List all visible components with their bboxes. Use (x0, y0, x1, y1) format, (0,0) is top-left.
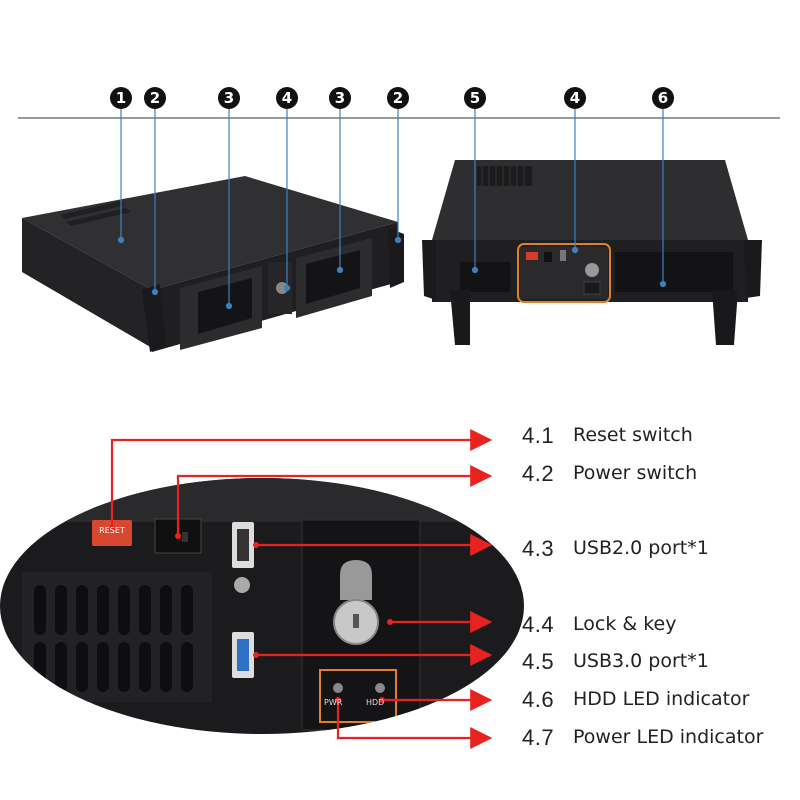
callout-2b: 2 (387, 87, 409, 109)
hdd-led-label: HDD (366, 698, 385, 707)
callout-4: 4 (276, 87, 298, 109)
legend-text: Reset switch (573, 424, 693, 446)
legend-num: 4.2 (522, 461, 555, 486)
reset-button-graphic (92, 520, 132, 546)
callout-6: 6 (652, 87, 674, 109)
callout-3b: 3 (329, 87, 351, 109)
legend-text: USB3.0 port*1 (573, 650, 709, 672)
led-box (319, 669, 397, 723)
callout-4b: 4 (564, 87, 586, 109)
leader-lines-red (110, 429, 493, 749)
chassis-front-straight (422, 160, 762, 345)
legend-num: 4.4 (522, 612, 555, 637)
callout-5: 5 (464, 87, 486, 109)
callout-2: 2 (144, 87, 166, 109)
legend-text: USB2.0 port*1 (573, 537, 709, 559)
reset-button-label: RESET (99, 526, 125, 535)
legend-num: 4.6 (522, 687, 555, 712)
legend-num: 4.5 (522, 649, 555, 674)
legend-text: Lock & key (573, 613, 677, 635)
highlight-box (517, 243, 611, 303)
callout-1: 1 (110, 87, 132, 109)
legend-num: 4.7 (522, 725, 555, 750)
legend-num: 4.1 (522, 423, 555, 448)
callout-3: 3 (218, 87, 240, 109)
legend-num: 4.3 (522, 536, 555, 561)
legend-text: HDD LED indicator (573, 688, 750, 710)
legend-text: Power LED indicator (573, 726, 764, 748)
chassis-front-angled (22, 176, 404, 352)
legend-text: Power switch (573, 462, 698, 484)
leader-lines-blue (117, 108, 667, 310)
pwr-led-label: PWR (324, 698, 343, 707)
